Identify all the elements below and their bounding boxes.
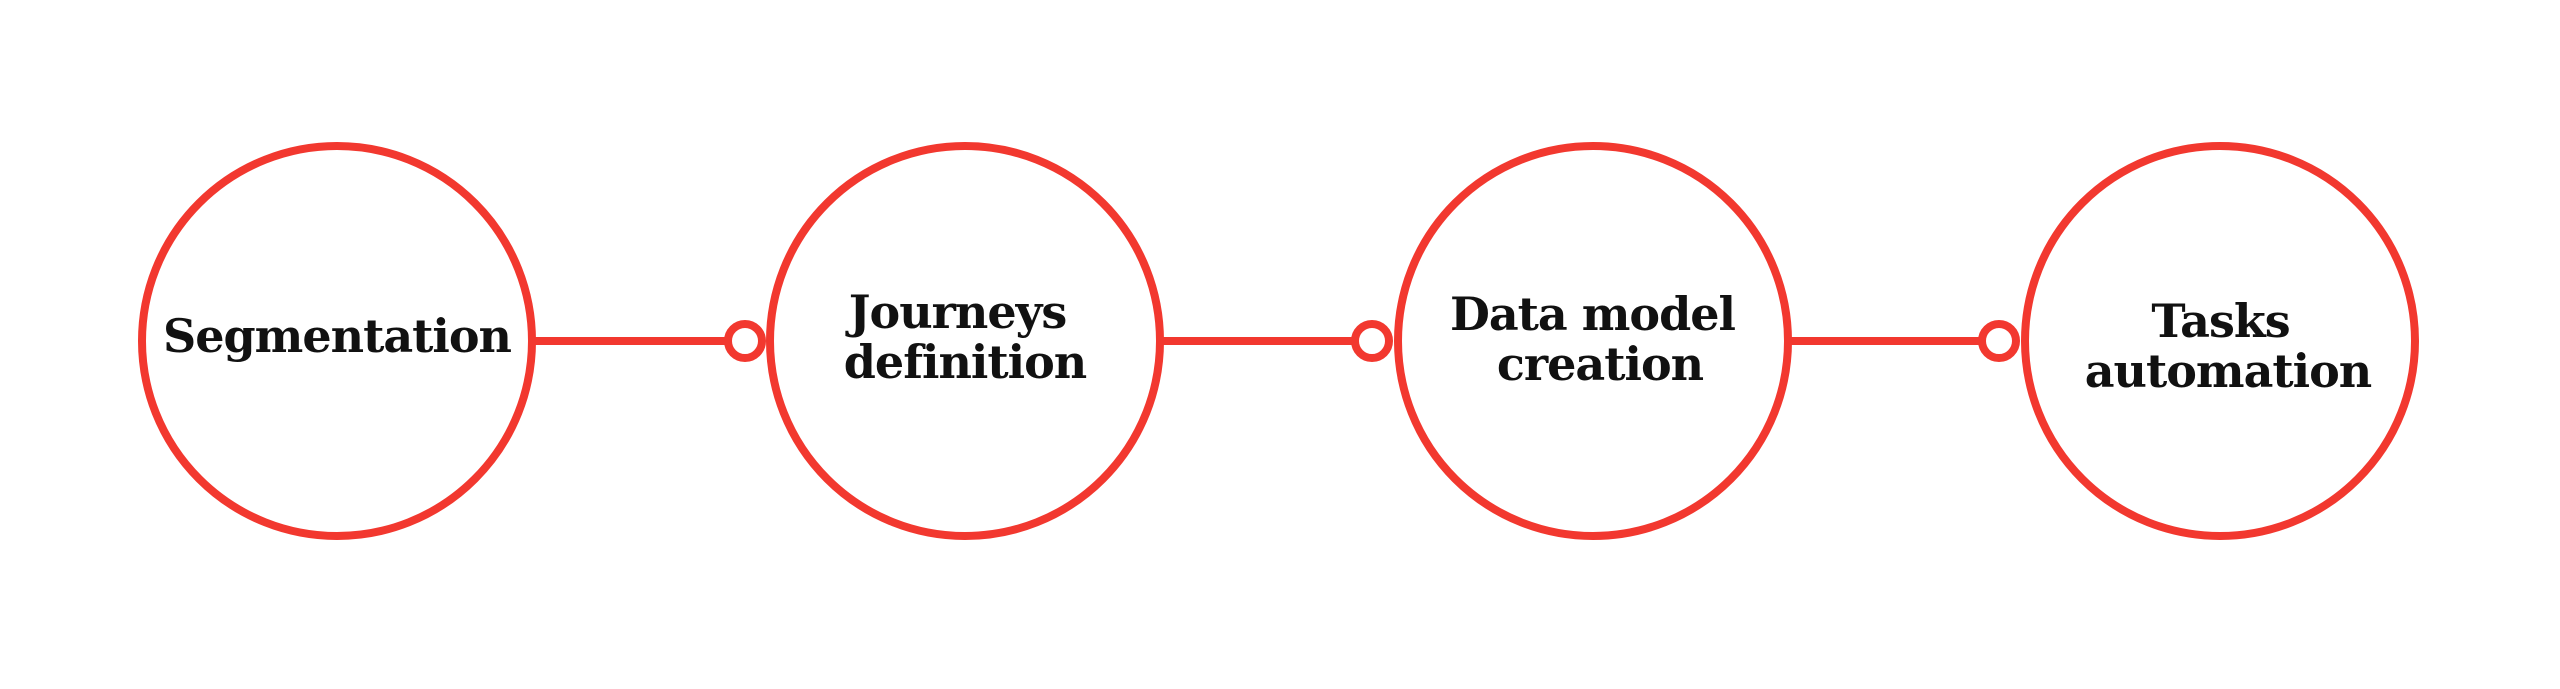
stage-label: Tasks automation	[2085, 294, 2372, 398]
stage-data-model-creation: Data model creation	[1394, 142, 1792, 540]
stage-label-line: Tasks	[2151, 294, 2289, 348]
stage-circle	[1394, 142, 1792, 540]
stage-circle	[138, 142, 536, 540]
stage-circle	[2021, 142, 2419, 540]
stage-label: Data model creation	[1450, 287, 1750, 391]
stage-label-line: Journeys	[845, 285, 1067, 339]
stage-label-line: definition	[844, 335, 1087, 389]
stage-circle	[766, 142, 1164, 540]
connector-node	[724, 320, 766, 362]
connector-node	[1351, 320, 1393, 362]
stage-label: Segmentation	[163, 309, 511, 363]
stage-label-line: Data model	[1450, 287, 1736, 341]
stage-journeys-definition: Journeys definition	[766, 142, 1164, 540]
connector-2	[1162, 320, 1393, 362]
stage-segmentation: Segmentation	[138, 142, 536, 540]
connector-1	[534, 320, 766, 362]
stage-label: Journeys definition	[844, 285, 1087, 389]
stage-label-line: automation	[2085, 344, 2372, 398]
connectors	[534, 320, 2020, 362]
stage-label-line: creation	[1497, 337, 1704, 391]
stage-tasks-automation: Tasks automation	[2021, 142, 2419, 540]
stage-label-line: Segmentation	[163, 309, 511, 363]
connector-node	[1978, 320, 2020, 362]
connector-3	[1790, 320, 2020, 362]
